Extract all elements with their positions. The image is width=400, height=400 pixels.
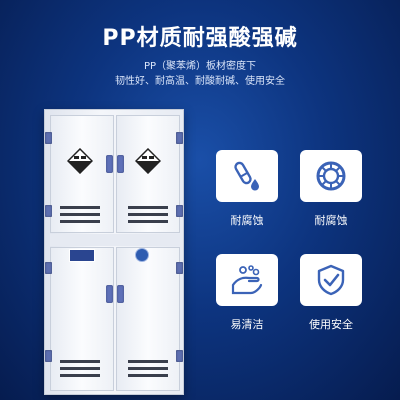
tire-icon xyxy=(316,161,346,191)
subtitle-line-2: 韧性好、耐高温、耐酸耐碱、使用安全 xyxy=(115,76,285,87)
feature-safe-use: 使用安全 xyxy=(300,254,362,332)
corrosive-warning-icon xyxy=(67,148,93,174)
hinge-icon xyxy=(45,262,52,274)
feature-easy-clean: 易清洁 xyxy=(216,254,278,332)
door-handle-icon xyxy=(117,285,124,303)
feature-icon-box xyxy=(216,254,278,306)
hinge-icon xyxy=(45,350,52,362)
feature-label: 易清洁 xyxy=(230,318,264,331)
hinge-icon xyxy=(45,132,52,144)
hand-wash-icon xyxy=(231,265,263,295)
brand-logo-icon xyxy=(135,248,149,262)
door-handle-icon xyxy=(117,155,124,173)
feature-label: 使用安全 xyxy=(309,318,353,331)
nameplate xyxy=(69,249,95,262)
vent-grille xyxy=(60,206,100,227)
feature-icon-box xyxy=(300,254,362,306)
cabinet-middle-band xyxy=(50,234,180,246)
shield-check-icon xyxy=(317,264,345,296)
door-handle-icon xyxy=(106,285,113,303)
feature-corrosion-resistant: 耐腐蚀 xyxy=(216,150,278,228)
hinge-icon xyxy=(176,132,183,144)
cabinet-door-bottom-left xyxy=(50,247,114,391)
vent-grille xyxy=(128,206,168,227)
vent-grille xyxy=(128,360,168,381)
feature-label: 耐腐蚀 xyxy=(314,214,348,227)
page-title: PP材质耐强酸强碱 xyxy=(102,26,298,51)
hinge-icon xyxy=(176,205,183,217)
corrosive-warning-icon xyxy=(135,148,161,174)
cabinet-illustration xyxy=(44,109,184,395)
feature-label: 耐腐蚀 xyxy=(230,214,264,227)
feature-icon-box xyxy=(216,150,278,202)
feature-wear-resistant: 耐腐蚀 xyxy=(300,150,362,228)
hinge-icon xyxy=(45,205,52,217)
feature-icon-box xyxy=(300,150,362,202)
hinge-icon xyxy=(176,262,183,274)
test-tube-icon xyxy=(234,161,259,191)
subtitle-line-1: PP（聚苯烯）板材密度下 xyxy=(143,61,257,72)
vent-grille xyxy=(60,360,100,381)
hinge-icon xyxy=(176,350,183,362)
door-handle-icon xyxy=(106,155,113,173)
